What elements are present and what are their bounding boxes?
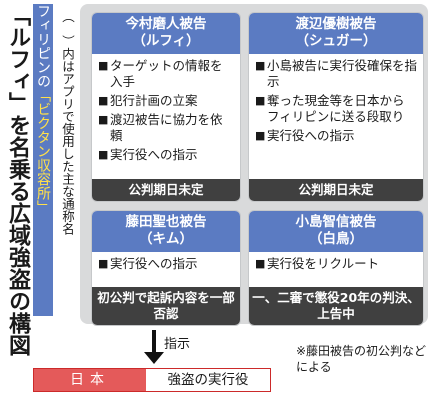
japan-bar: 日本 強盗の実行役: [33, 368, 271, 392]
role-text: 実行役への指示: [267, 128, 355, 143]
card-kojima: 小島智信被告 （白鳥） ■実行役をリクルート 一、二審で懲役20年の判決、上告中: [248, 210, 424, 326]
defendant-alias: （シュガー）: [295, 33, 377, 49]
executor-role-label: 強盗の実行役: [146, 369, 270, 391]
role-text: 実行役への指示: [110, 256, 198, 271]
down-arrow-icon: [152, 330, 156, 356]
role-text: 渡辺被告に協力を依頼: [110, 112, 223, 143]
square-bullet-icon: ■: [98, 59, 109, 72]
role-item: ■実行役への指示: [98, 147, 234, 163]
role-list: ■実行役への指示: [92, 252, 240, 272]
card-fujita: 藤田聖也被告 （キム） ■実行役への指示 初公判で起訴内容を一部否認: [91, 210, 241, 326]
philippines-band-label: フィリピンの「ビクタン収容所」: [33, 4, 53, 316]
card-header: 今村磨人被告 （ルフィ）: [92, 13, 240, 54]
diagram-title: 「ルフィ」を名乗る広域強盗の構図: [5, 4, 30, 356]
role-text: 奪った現金等を日本からフィリピンに送る段取り: [267, 93, 405, 124]
trial-status: 一、二審で懲役20年の判決、上告中: [249, 287, 423, 325]
square-bullet-icon: ■: [255, 129, 266, 142]
square-bullet-icon: ■: [255, 59, 266, 72]
arrow-label: 指示: [164, 337, 191, 352]
role-list: ■実行役をリクルート: [249, 252, 423, 272]
role-text: 犯行計画の立案: [110, 93, 198, 108]
card-header: 藤田聖也被告 （キム）: [92, 211, 240, 252]
trial-status: 公判期日未定: [92, 179, 240, 201]
band-highlight: 「ビクタン収容所」: [35, 88, 51, 214]
role-text: 小島被告に実行役確保を指示: [267, 58, 418, 89]
square-bullet-icon: ■: [98, 148, 109, 161]
card-header: 渡辺優樹被告 （シュガー）: [249, 13, 423, 54]
defendant-alias: （ルフィ）: [132, 33, 200, 49]
japan-label: 日本: [34, 369, 146, 391]
role-list: ■小島被告に実行役確保を指示 ■奪った現金等を日本からフィリピンに送る段取り ■…: [249, 54, 423, 144]
defendant-name: 渡辺優樹被告: [295, 16, 377, 32]
trial-status: 初公判で起訴内容を一部否認: [92, 287, 240, 325]
defendant-alias: （白鳥）: [309, 231, 363, 247]
role-item: ■実行役への指示: [98, 256, 234, 272]
role-item: ■実行役への指示: [255, 128, 417, 144]
role-text: 実行役をリクルート: [267, 256, 380, 271]
arrow-head-icon: [144, 352, 164, 364]
defendant-alias: （キム）: [139, 231, 193, 247]
square-bullet-icon: ■: [255, 257, 266, 270]
role-item: ■犯行計画の立案: [98, 93, 234, 109]
defendant-name: 小島智信被告: [295, 214, 377, 230]
trial-status: 公判期日未定: [249, 179, 423, 201]
card-imamura: 今村磨人被告 （ルフィ） ■ターゲットの情報を入手 ■犯行計画の立案 ■渡辺被告…: [91, 12, 241, 202]
role-item: ■奪った現金等を日本からフィリピンに送る段取り: [255, 93, 417, 125]
role-item: ■実行役をリクルート: [255, 256, 417, 272]
role-text: 実行役への指示: [110, 147, 198, 162]
square-bullet-icon: ■: [98, 94, 109, 107]
defendant-name: 今村磨人被告: [125, 16, 207, 32]
role-item: ■ターゲットの情報を入手: [98, 58, 234, 90]
role-item: ■渡辺被告に協力を依頼: [98, 112, 234, 144]
source-footnote: ※藤田被告の初公判などによる: [296, 344, 427, 374]
square-bullet-icon: ■: [98, 257, 109, 270]
alias-note: （ ）内はアプリで使用した主な通称名: [60, 10, 75, 235]
card-header: 小島智信被告 （白鳥）: [249, 211, 423, 252]
philippines-band: フィリピンの「ビクタン収容所」: [33, 4, 53, 316]
square-bullet-icon: ■: [255, 94, 266, 107]
defendant-name: 藤田聖也被告: [125, 214, 207, 230]
role-text: ターゲットの情報を入手: [110, 58, 223, 89]
square-bullet-icon: ■: [98, 113, 109, 126]
card-watanabe: 渡辺優樹被告 （シュガー） ■小島被告に実行役確保を指示 ■奪った現金等を日本か…: [248, 12, 424, 202]
role-item: ■小島被告に実行役確保を指示: [255, 58, 417, 90]
band-prefix: フィリピンの: [35, 4, 51, 88]
role-list: ■ターゲットの情報を入手 ■犯行計画の立案 ■渡辺被告に協力を依頼 ■実行役への…: [92, 54, 240, 163]
